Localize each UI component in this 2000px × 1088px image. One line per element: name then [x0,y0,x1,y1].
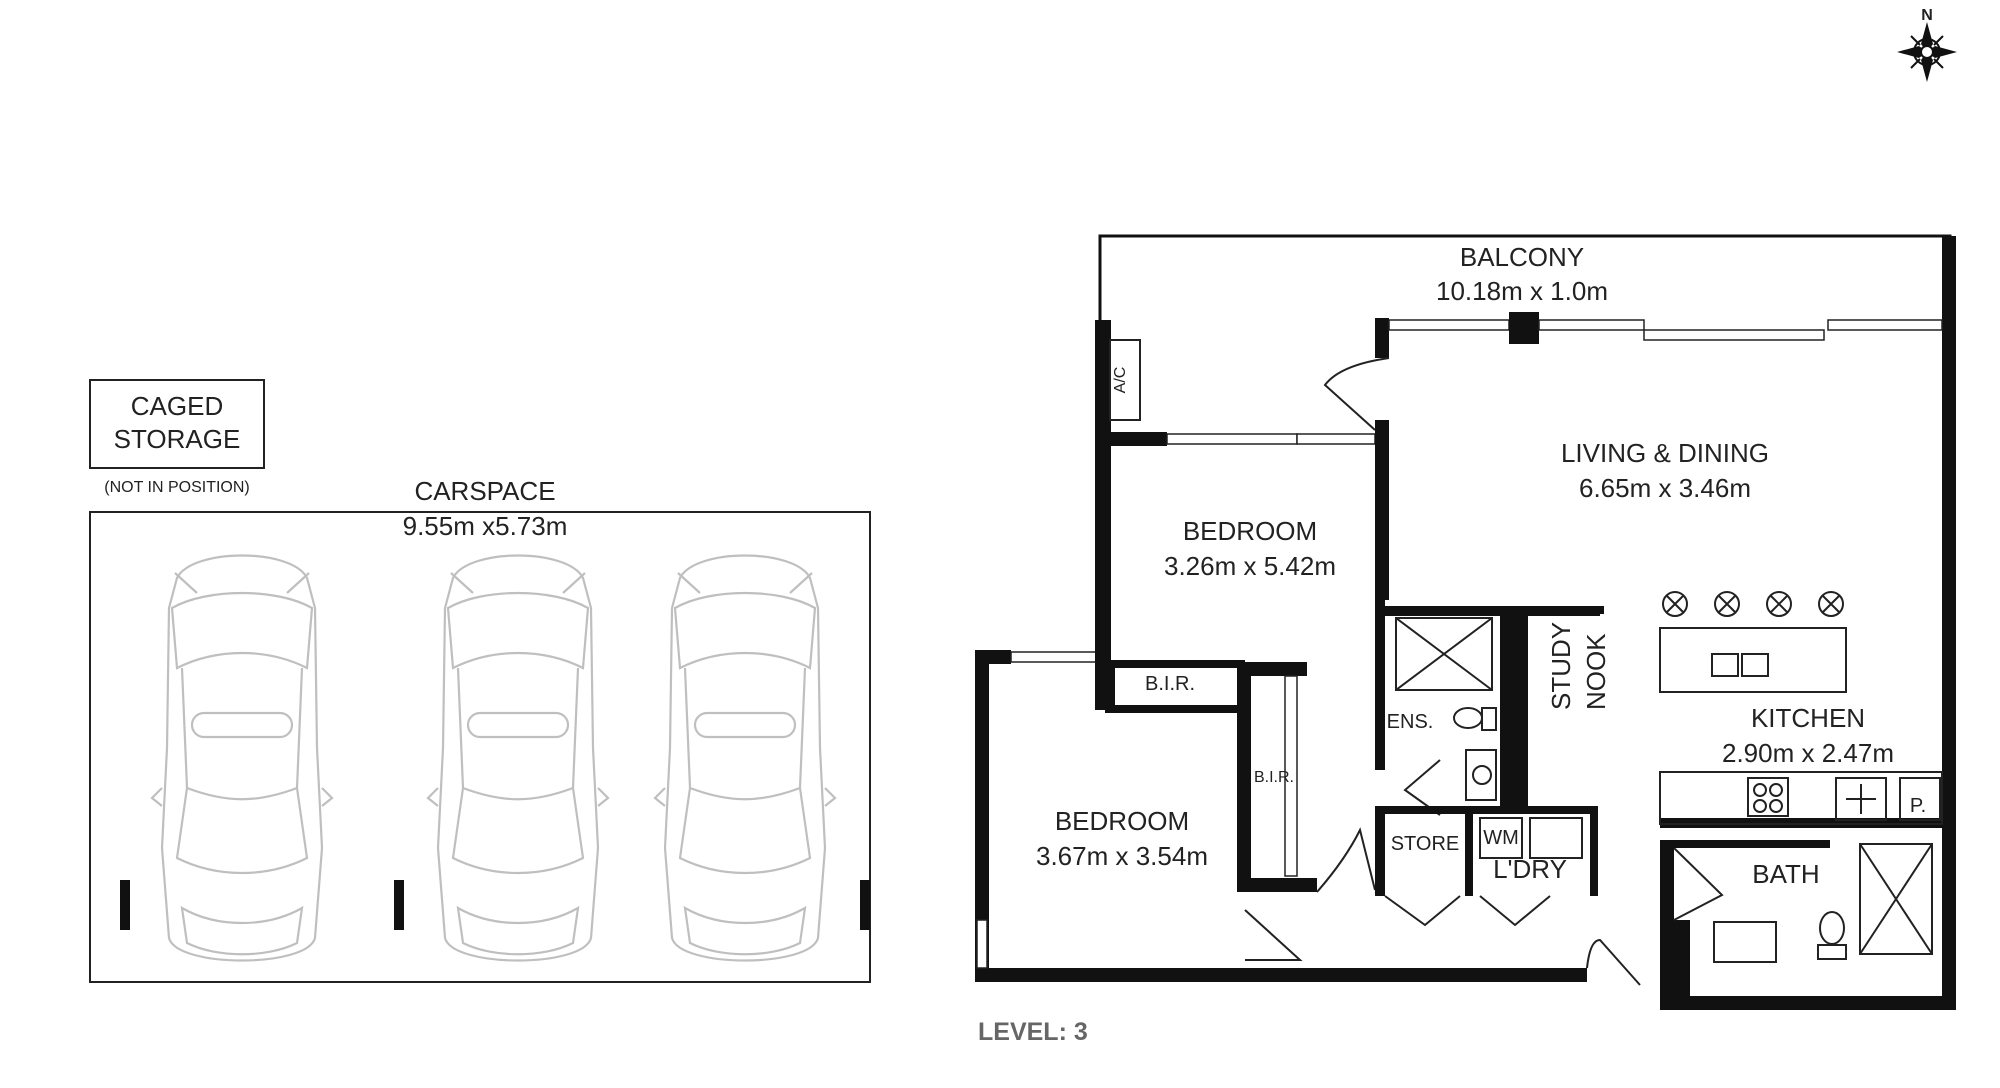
bir1-label: B.I.R. [1145,673,1195,695]
carspace-size: 9.55m x5.73m [403,511,568,541]
study-label-line1: STUDY [1546,622,1576,710]
car-icon [426,554,610,962]
bath-label: BATH [1752,859,1819,889]
apartment-plan: A/C ENS. STUDY NOOK B.I.R. B.I.R. [975,234,1956,1010]
caged-storage-label-line2: STORAGE [114,424,241,454]
stool-icon [1714,591,1740,617]
carspace-label: CARSPACE [414,476,555,506]
store-label: STORE [1391,833,1460,855]
bedroom2-size: 3.67m x 3.54m [1036,841,1208,871]
carspace: CARSPACE 9.55m x5.73m [89,476,871,983]
pantry-label: P. [1910,795,1926,817]
ensuite-label: ENS. [1387,711,1434,733]
north-label: N [1921,7,1933,24]
level-label: LEVEL: 3 [978,1018,1088,1046]
study-label-line2: NOOK [1581,633,1611,710]
laundry-label: L'DRY [1493,854,1567,884]
stool-icon [1766,591,1792,617]
living-label: LIVING & DINING [1561,438,1769,468]
car-icon [653,554,837,962]
car-icon [150,554,334,962]
kitchen-label: KITCHEN [1751,703,1865,733]
stool-icon [1818,591,1844,617]
ac-label: A/C [1112,367,1129,394]
bir2-label: B.I.R. [1254,769,1294,786]
compass-rose-icon: N [1897,7,1957,82]
caged-storage-label-line1: CAGED [131,391,223,421]
kitchen-size: 2.90m x 2.47m [1722,738,1894,768]
bedroom1-size: 3.26m x 5.42m [1164,551,1336,581]
caged-storage-note: (NOT IN POSITION) [104,479,249,496]
stool-icon [1662,591,1688,617]
bedroom2-label: BEDROOM [1055,806,1189,836]
living-size: 6.65m x 3.46m [1579,473,1751,503]
washing-machine-label: WM [1483,827,1519,849]
caged-storage: CAGED STORAGE [89,379,265,469]
balcony-label: BALCONY [1460,242,1584,272]
balcony-size: 10.18m x 1.0m [1436,276,1608,306]
bedroom1-label: BEDROOM [1183,516,1317,546]
